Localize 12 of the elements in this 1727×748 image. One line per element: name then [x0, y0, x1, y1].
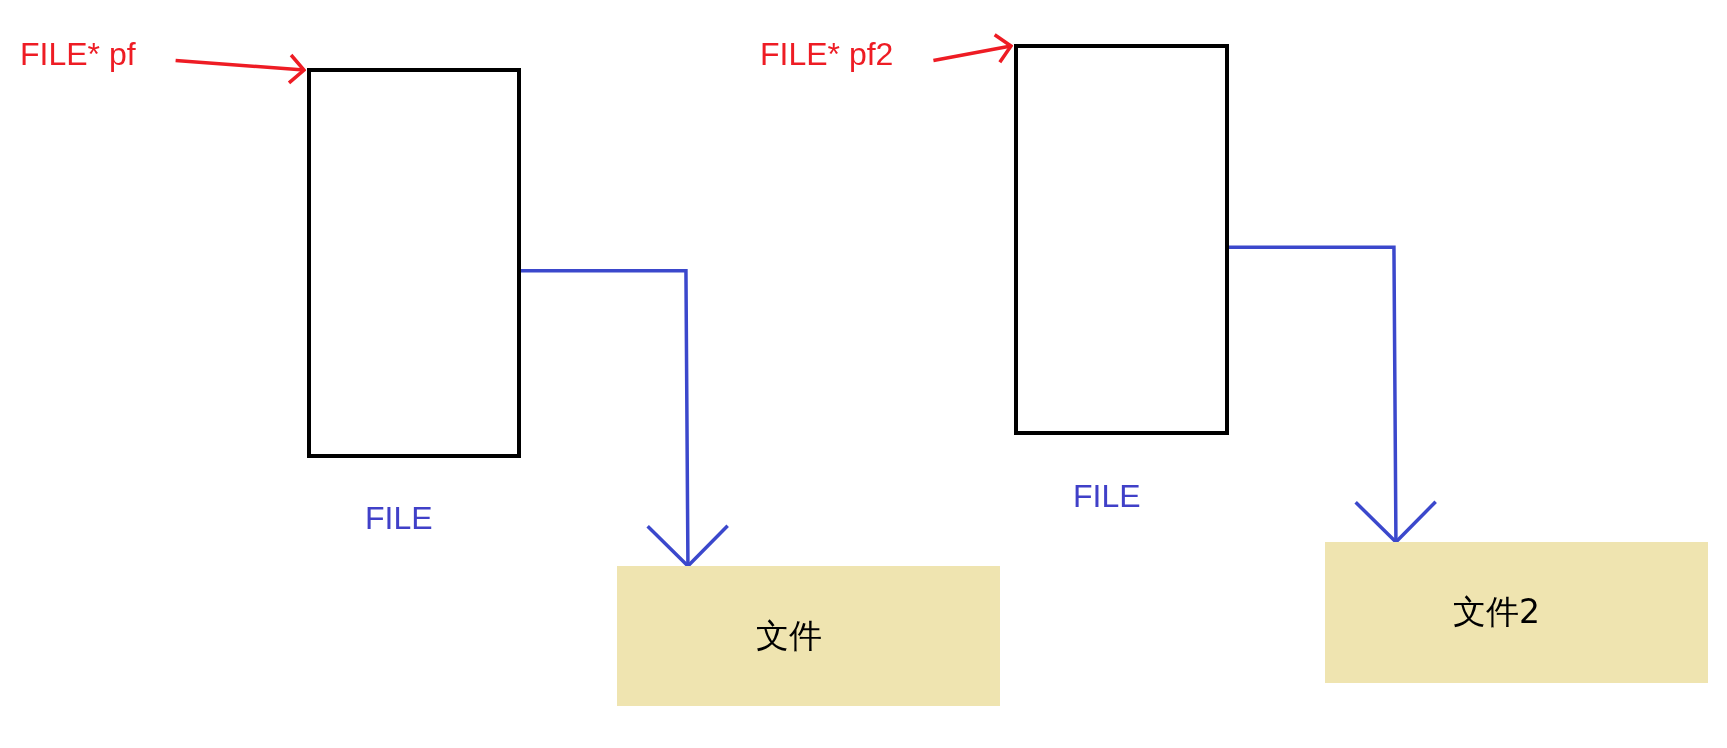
frame-box — [307, 68, 521, 458]
pointer-label: FILE* pf — [20, 36, 136, 73]
type-label: FILE — [365, 500, 433, 537]
file-box: 文件2 — [1325, 542, 1708, 683]
arrow — [521, 269, 730, 568]
arrow — [175, 53, 306, 85]
frame-box — [1014, 44, 1229, 435]
pointer-label: FILE* pf2 — [760, 36, 894, 73]
file-box: 文件 — [617, 566, 1000, 706]
arrow — [1229, 245, 1438, 544]
arrow — [933, 33, 1013, 65]
type-label: FILE — [1073, 478, 1141, 515]
